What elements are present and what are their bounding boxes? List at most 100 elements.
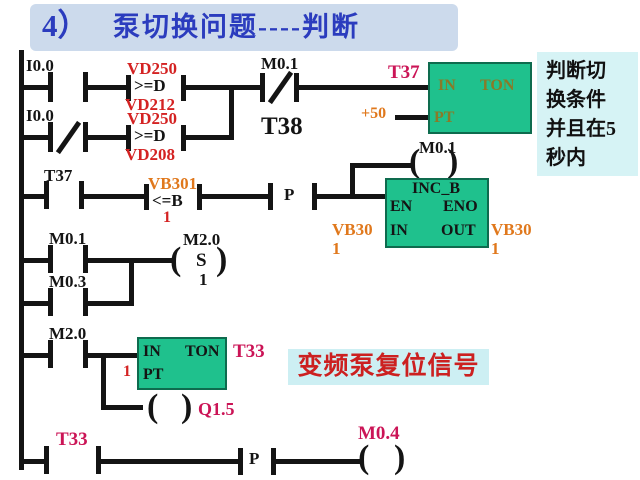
branch-wire bbox=[101, 353, 106, 408]
compare-bar bbox=[144, 184, 149, 210]
ton2-pt: PT bbox=[143, 366, 164, 383]
timer-name-t38: T38 bbox=[261, 113, 303, 140]
ton2-type: TON bbox=[185, 343, 220, 360]
contact-bar bbox=[83, 340, 88, 368]
rung7-contact-label: T33 bbox=[56, 429, 88, 450]
rung7-edge-p: P bbox=[249, 449, 260, 468]
incb-in-param-top: VB30 bbox=[332, 220, 373, 239]
rung2-cmp-top: VD250 bbox=[127, 109, 178, 128]
incb-out-param-top: VB30 bbox=[491, 220, 532, 239]
rung5-wire bbox=[24, 301, 50, 306]
coil-close: ) bbox=[394, 439, 406, 476]
coil-q15-label: Q1.5 bbox=[198, 399, 235, 419]
rung3-wire bbox=[84, 194, 144, 199]
title-bar bbox=[30, 4, 458, 51]
rung2-wire bbox=[186, 135, 233, 140]
ton1-pt-wire bbox=[395, 115, 428, 120]
rung1-timer-tag: T37 bbox=[388, 62, 420, 83]
contact-bar bbox=[48, 122, 53, 152]
rung1-cmp-bot: VD212 bbox=[125, 95, 176, 114]
rung3-contact-label: T37 bbox=[44, 166, 73, 185]
rung5-wire bbox=[88, 301, 134, 306]
branch-wire bbox=[350, 163, 355, 197]
compare-bar bbox=[181, 125, 186, 151]
ton2-in: IN bbox=[143, 343, 161, 360]
set-coil-label: M2.0 bbox=[183, 230, 221, 249]
coil-close: ) bbox=[216, 241, 228, 278]
incb-block bbox=[385, 178, 489, 248]
rung3-wire bbox=[202, 194, 268, 199]
coil-close: ) bbox=[447, 143, 459, 180]
set-coil-op: S bbox=[196, 250, 207, 271]
coil-close: ) bbox=[181, 388, 193, 425]
rung3-cmp-bot: 1 bbox=[163, 209, 171, 226]
ton2-pt-value: 1 bbox=[123, 363, 131, 380]
contact-bar bbox=[271, 448, 276, 475]
incb-in-param-bot: 1 bbox=[332, 239, 341, 258]
contact-bar bbox=[260, 73, 265, 102]
contact-bar bbox=[48, 72, 53, 102]
contact-bar bbox=[83, 122, 88, 152]
rung1-cmp-top: VD250 bbox=[127, 59, 178, 78]
incb-out-param-bot: 1 bbox=[491, 239, 500, 258]
contact-bar bbox=[238, 448, 243, 475]
contact-bar bbox=[83, 288, 88, 316]
side-note: 判断切 换条件 并且在5 秒内 bbox=[537, 52, 638, 176]
ton2-timer-tag: T33 bbox=[233, 341, 265, 362]
title-number: 4） bbox=[42, 8, 89, 43]
coil-open: ( bbox=[147, 388, 159, 425]
compare-bar bbox=[197, 184, 202, 210]
rung1-wire bbox=[299, 85, 428, 90]
incb-out: OUT bbox=[441, 222, 476, 239]
rung1-cmp-op: >=D bbox=[134, 76, 166, 95]
rung3-edge-p: P bbox=[284, 185, 295, 204]
ton1-in: IN bbox=[438, 77, 456, 94]
ton1-pt: PT bbox=[434, 109, 455, 126]
incb-eno: ENO bbox=[443, 198, 478, 215]
power-rail bbox=[19, 50, 24, 470]
contact-bar bbox=[48, 288, 53, 316]
side-note-line: 换条件 bbox=[546, 89, 606, 111]
rung1-wire bbox=[24, 85, 50, 90]
compare-bar bbox=[126, 125, 131, 151]
contact-bar bbox=[48, 245, 53, 273]
contact-bar bbox=[268, 183, 273, 210]
rung7-wire bbox=[24, 459, 46, 464]
set-coil-value: 1 bbox=[199, 270, 208, 289]
rung2-contact-label: I0.0 bbox=[26, 106, 54, 125]
coil-m04-label: M0.4 bbox=[358, 423, 400, 444]
branch-wire bbox=[101, 405, 143, 410]
rung3-cmp-op: <=B bbox=[152, 191, 183, 210]
coil-open: ( bbox=[409, 143, 421, 180]
merge-wire bbox=[129, 258, 134, 306]
rung7-wire bbox=[276, 459, 360, 464]
incb-in: IN bbox=[390, 222, 408, 239]
merge-wire bbox=[229, 85, 234, 140]
contact-bar bbox=[79, 181, 84, 209]
side-note-line: 并且在5 bbox=[546, 118, 616, 140]
branch-wire bbox=[355, 163, 412, 168]
rung7-wire bbox=[101, 459, 238, 464]
contact-bar bbox=[48, 340, 53, 368]
coil-m01-label: M0.1 bbox=[419, 138, 457, 157]
rung6-wire bbox=[88, 353, 137, 358]
contact-bar bbox=[83, 245, 88, 273]
rung6-contact-label: M2.0 bbox=[49, 324, 87, 343]
contact-bar bbox=[96, 446, 101, 474]
rung4-wire bbox=[24, 258, 50, 263]
contact-bar bbox=[312, 183, 317, 210]
rung2-cmp-bot: VD208 bbox=[125, 145, 176, 164]
rung1-wire bbox=[88, 85, 128, 90]
nc-slash bbox=[267, 70, 294, 105]
rung6-wire bbox=[24, 353, 50, 358]
coil-open: ( bbox=[170, 241, 182, 278]
ton2-block bbox=[137, 337, 227, 390]
contact-bar bbox=[83, 72, 88, 102]
side-note-line: 秒内 bbox=[546, 147, 586, 169]
page-title: 泵切换问题----判断 bbox=[113, 12, 360, 42]
coil-open: ( bbox=[358, 439, 370, 476]
rung1-wire bbox=[186, 85, 262, 90]
rung2-cmp-op: >=D bbox=[134, 126, 166, 145]
contact-bar bbox=[294, 73, 299, 102]
